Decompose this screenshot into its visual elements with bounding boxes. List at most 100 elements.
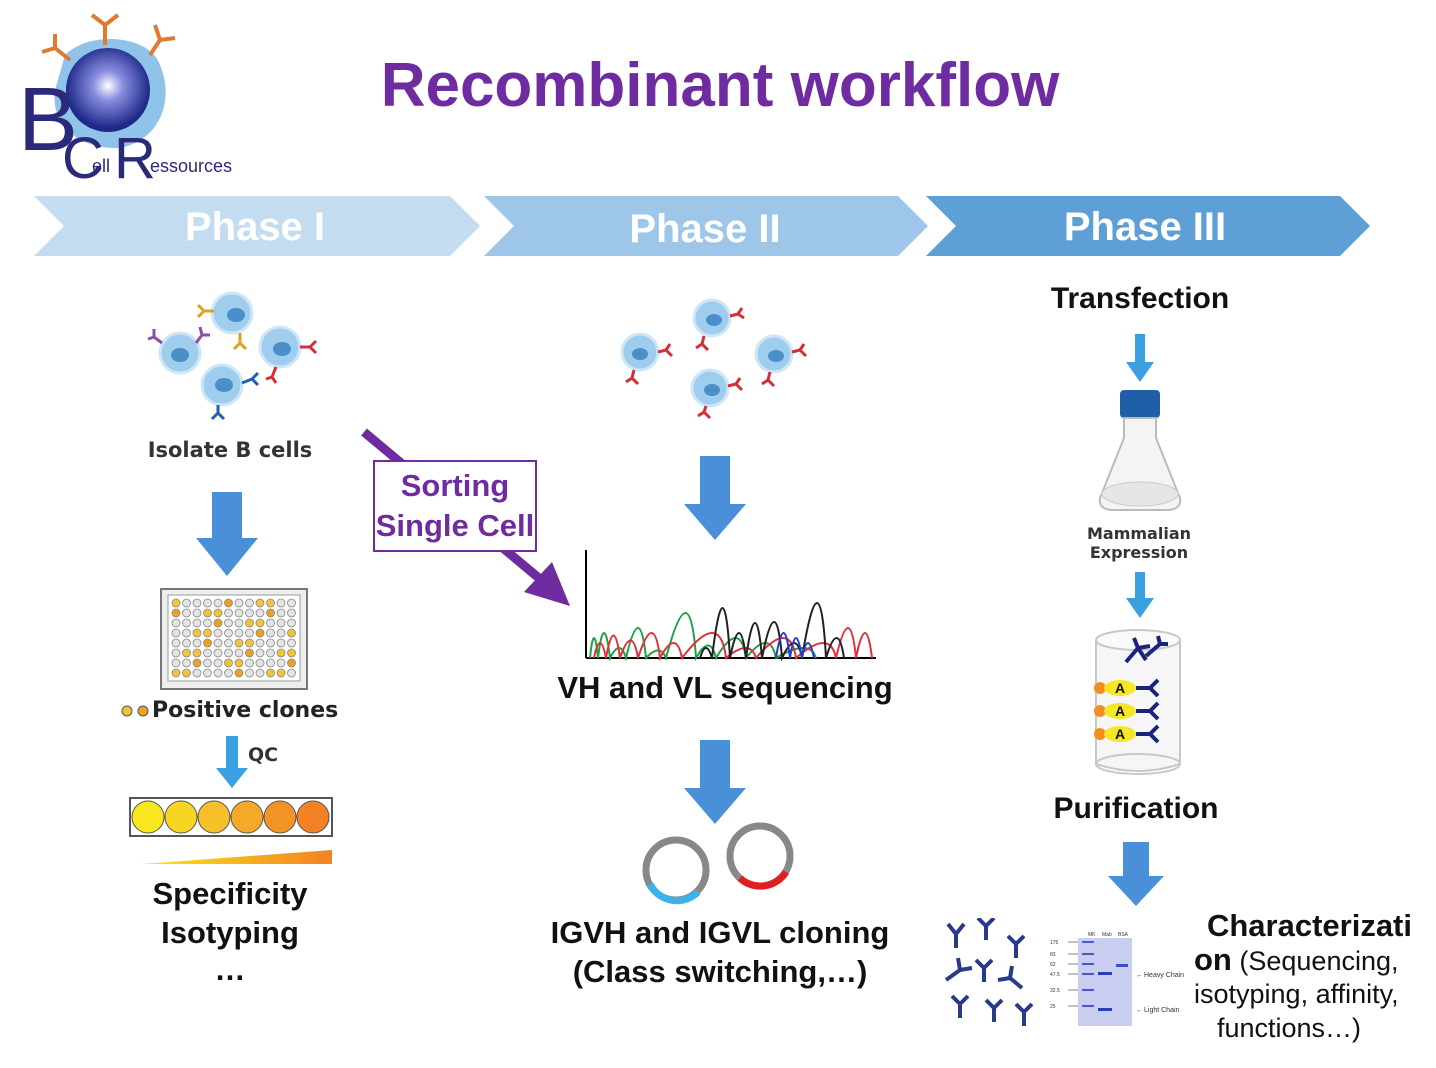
gel-marker-label: 25 (1050, 1004, 1056, 1010)
specificity-label: Specificity (152, 876, 308, 911)
plate-well (276, 608, 286, 618)
plate-well (213, 608, 223, 618)
plate-well (203, 618, 212, 628)
plate-well (182, 658, 191, 668)
phase-3-label: Phase III (1063, 205, 1227, 249)
sorting-line-1: Sorting (400, 468, 510, 503)
plate-well (213, 648, 223, 658)
plate-well (287, 608, 296, 618)
plate-well (276, 668, 286, 678)
trace-black (699, 602, 845, 662)
logo-antibody-3 (41, 34, 72, 62)
plate-well (287, 668, 296, 678)
transfection-label: Transfection (1050, 282, 1230, 315)
phase-2-arrow (484, 196, 928, 256)
qc-arrow (216, 736, 248, 788)
plate-well (171, 648, 181, 658)
b-cell (258, 325, 318, 384)
single-b-cell (754, 334, 808, 388)
plate-well (255, 618, 265, 628)
plate-well (182, 628, 191, 638)
svg-text:←: ← (1136, 972, 1143, 979)
plate-well (266, 668, 275, 678)
plate-well (234, 658, 244, 668)
expression-label: Expression (1089, 543, 1189, 562)
plate-well (245, 658, 254, 668)
isotyping-label: Isotyping (161, 915, 299, 950)
plate-well (234, 598, 244, 608)
plate-well (224, 658, 233, 668)
plate-well (182, 648, 191, 658)
plate-well (245, 648, 254, 658)
characterization-rest-2: isotyping, affinity, (1194, 979, 1399, 1009)
logo-essources: essources (150, 156, 232, 176)
well-plate (160, 588, 308, 690)
plate-well (213, 638, 223, 648)
plasmids (642, 822, 794, 905)
down-arrow-phase2-2 (684, 740, 746, 824)
expression-flask (1098, 390, 1182, 511)
phase-3-arrow (926, 196, 1370, 256)
b-cells-illustration (147, 291, 318, 421)
svg-text:←: ← (1136, 1007, 1143, 1014)
phase-1-arrow (34, 196, 480, 256)
gel-marker-band (1082, 973, 1094, 975)
class-switching-label: (Class switching,…) (572, 954, 868, 989)
plate-well (171, 598, 181, 608)
plate-well (171, 628, 181, 638)
mammalian-label: Mammalian (1086, 524, 1191, 543)
isolate-b-cells-label: Isolate B cells (147, 438, 313, 462)
cyan-arrow-2 (1126, 572, 1154, 618)
logo-letter-r: R (114, 126, 156, 190)
plate-well (255, 608, 265, 618)
plate-well (276, 658, 286, 668)
gel-lane-mab: Mab (1102, 932, 1112, 938)
plate-well (224, 618, 233, 628)
plate-well (192, 628, 202, 638)
plate-well (266, 648, 275, 658)
protein-a-bead (1094, 724, 1160, 744)
gel-marker-band (1082, 1005, 1094, 1007)
gel-marker-band (1082, 953, 1094, 955)
plate-well (224, 638, 233, 648)
plate-well (245, 598, 254, 608)
plate-well (182, 598, 191, 608)
plate-well (255, 628, 265, 638)
gel-marker-band (1082, 989, 1094, 991)
plate-well (245, 618, 254, 628)
qc-label: QC (248, 744, 279, 766)
plate-well (192, 618, 202, 628)
plate-well (266, 628, 275, 638)
plate-well (171, 658, 181, 668)
light-chain-label: Light Chain (1144, 1007, 1180, 1014)
plate-well (266, 638, 275, 648)
plate-well (276, 648, 286, 658)
plate-well (276, 598, 286, 608)
plate-well (224, 598, 233, 608)
single-b-cell (690, 368, 744, 420)
logo-antibody-2 (148, 24, 176, 57)
plate-well (224, 668, 233, 678)
protein-a-bead (1094, 701, 1160, 721)
plate-well (213, 618, 223, 628)
plate-well (287, 648, 296, 658)
characterization-rest-3: functions…) (1216, 1013, 1362, 1043)
plate-well (245, 668, 254, 678)
plate-well (276, 618, 286, 628)
plate-well (255, 648, 265, 658)
gel-marker-label: 62 (1050, 962, 1056, 968)
igvh-igvl-cloning-label: IGVH and IGVL cloning (550, 915, 890, 950)
plate-well (266, 618, 275, 628)
phase-2-label: Phase II (629, 207, 781, 251)
plate-well (203, 668, 212, 678)
plate-well (192, 638, 202, 648)
single-b-cell (620, 332, 674, 386)
bcr-logo: B C ell R essources (18, 13, 232, 190)
purification-label: Purification (1053, 792, 1219, 825)
plate-well (192, 598, 202, 608)
chromatogram (585, 550, 876, 662)
plate-well (192, 608, 202, 618)
trace-blue (775, 632, 815, 659)
